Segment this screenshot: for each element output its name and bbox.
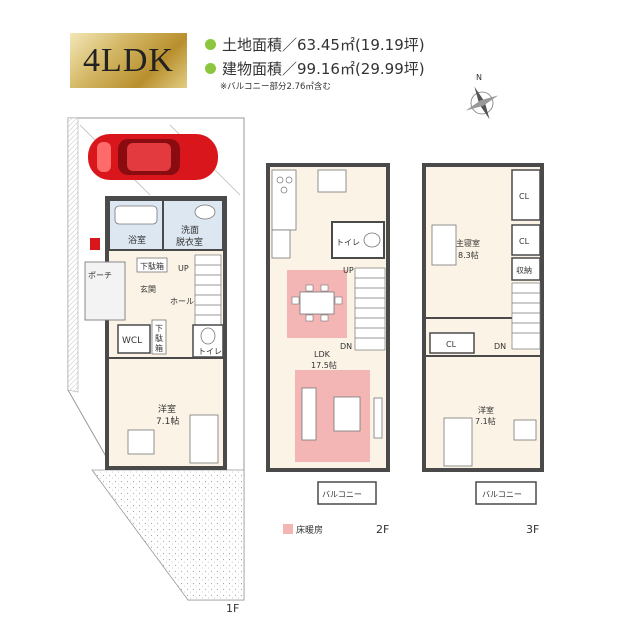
balcony-label-2f: バルコニー xyxy=(322,490,362,499)
toilet-label-2f: トイレ xyxy=(336,238,360,247)
layout-type-text: 4LDK xyxy=(83,41,174,79)
shoe-storage-label: 下駄箱 xyxy=(140,261,164,271)
floor-3-label: 3F xyxy=(526,523,539,536)
closet-label-2: CL xyxy=(519,237,530,246)
washroom-label-1: 洗面 xyxy=(181,224,199,236)
hall-label: ホール xyxy=(170,297,194,306)
under-storage-label-3: 箱 xyxy=(155,343,163,353)
floor-heating-swatch xyxy=(283,524,293,534)
meter-box-icon xyxy=(90,238,100,250)
bullet-icon xyxy=(205,62,216,74)
floor-1-plan: 浴室 洗面 脱衣室 ポーチ 下駄箱 玄関 ホール UP トイレ WCL 下 駄 … xyxy=(67,117,245,615)
master-bedroom-name: 主寝室 xyxy=(456,238,480,248)
floor-2-label: 2F xyxy=(376,523,389,536)
compass-north-label: N xyxy=(476,73,482,82)
room-1f-name: 洋室 xyxy=(158,403,176,415)
bathroom-label: 浴室 xyxy=(128,234,146,246)
car-icon xyxy=(88,134,218,180)
dn-label-3f: DN xyxy=(494,342,506,351)
land-area-row: 土地面積／63.45㎡(19.19坪) xyxy=(205,34,425,54)
closet-label-3: CL xyxy=(446,340,457,349)
building-area-row: 建物面積／99.16㎡(29.99坪) xyxy=(205,58,425,78)
up-label-1f: UP xyxy=(178,264,189,273)
room-1f-size: 7.1帖 xyxy=(156,415,179,427)
dn-label-2f: DN xyxy=(340,342,352,351)
wcl-label: WCL xyxy=(122,336,142,346)
under-storage-label-1: 下 xyxy=(155,324,163,333)
bullet-icon xyxy=(205,38,216,50)
ldk-label: LDK xyxy=(314,350,331,359)
entrance-label: 玄関 xyxy=(140,284,156,294)
storage-label: 収納 xyxy=(516,265,532,275)
layout-type-badge: 4LDK xyxy=(70,33,187,88)
master-bedroom-size: 8.3帖 xyxy=(458,250,479,260)
room-3f-size: 7.1帖 xyxy=(475,416,496,426)
under-storage-label-2: 駄 xyxy=(155,333,163,343)
floor-2-plan: トイレ UP DN LDK 17.5帖 バルコニー 床暖房 xyxy=(266,163,390,536)
ldk-size-label: 17.5帖 xyxy=(311,360,337,370)
floor-1-label: 1F xyxy=(226,602,239,615)
room-3f-name: 洋室 xyxy=(478,405,494,415)
land-area-text: 土地面積／63.45㎡(19.19坪) xyxy=(222,35,425,54)
building-area-text: 建物面積／99.16㎡(29.99坪) xyxy=(222,59,425,78)
toilet-label-1f: トイレ xyxy=(198,347,222,356)
floor-heating-legend: 床暖房 xyxy=(296,524,323,536)
washroom-label-2: 脱衣室 xyxy=(176,236,203,248)
floor-3-plan: 主寝室 8.3帖 CL CL 収納 DN CL 洋室 7.1帖 バルコニー 3F xyxy=(422,163,544,536)
up-label-2f: UP xyxy=(343,266,354,275)
porch-label: ポーチ xyxy=(88,271,112,280)
balcony-label-3f: バルコニー xyxy=(482,490,522,499)
balcony-note: ※バルコニー部分2.76㎡含む xyxy=(220,82,331,92)
compass-icon: N xyxy=(465,73,499,120)
closet-label-1: CL xyxy=(519,192,530,201)
